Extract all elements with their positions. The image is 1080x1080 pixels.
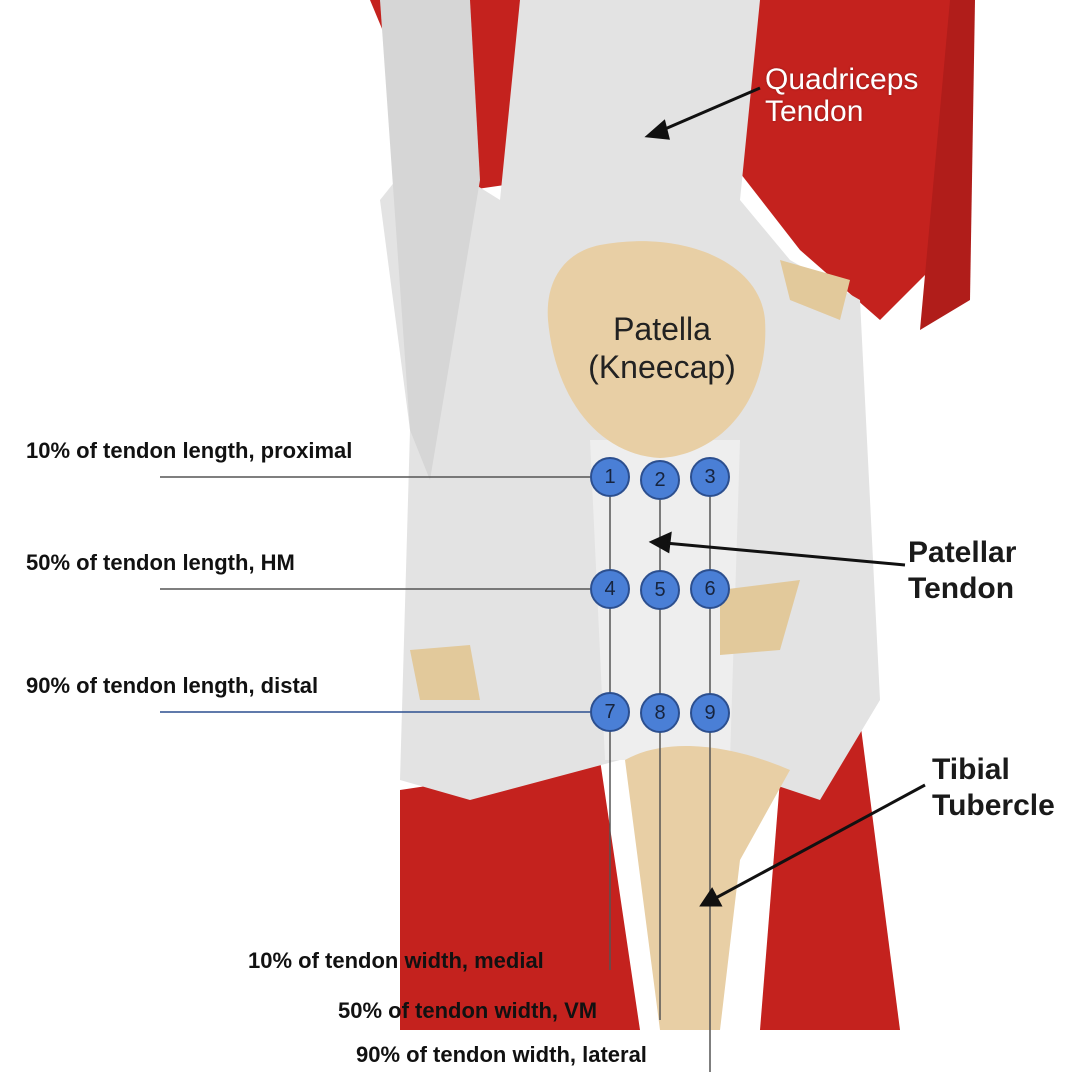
column-label-medial: 10% of tendon width, medial xyxy=(248,948,544,973)
patellar-tendon-label: Patellar Tendon xyxy=(908,535,1016,607)
measurement-point-2: 2 xyxy=(640,460,680,500)
tibial-label-line1: Tibial xyxy=(932,753,1010,786)
row-label-proximal: 10% of tendon length, proximal xyxy=(26,438,353,463)
patella-bone xyxy=(547,241,766,458)
patellar-label-line1: Patellar xyxy=(908,536,1017,569)
measurement-point-8: 8 xyxy=(640,693,680,733)
measurement-point-4: 4 xyxy=(590,569,630,609)
measurement-point-9: 9 xyxy=(690,693,730,733)
row-label-hm: 50% of tendon length, HM xyxy=(26,550,295,575)
measurement-point-1: 1 xyxy=(590,457,630,497)
lower-right-muscle xyxy=(760,720,900,1030)
quadriceps-label-line2: Tendon xyxy=(765,95,864,128)
lateral-bone-fragment xyxy=(720,580,800,655)
row-label-distal: 90% of tendon length, distal xyxy=(26,673,319,698)
measurement-point-7: 7 xyxy=(590,692,630,732)
tibial-label-line2: Tubercle xyxy=(932,789,1055,822)
patella-label: Patella (Kneecap) xyxy=(552,310,772,386)
lower-left-muscle xyxy=(400,760,640,1030)
measurement-point-6: 6 xyxy=(690,569,730,609)
tibial-tubercle-bone xyxy=(625,746,790,1030)
patella-label-line2: (Kneecap) xyxy=(588,349,736,385)
upper-bone-fragment xyxy=(780,260,850,320)
column-label-vm: 50% of tendon width, VM xyxy=(338,998,598,1023)
far-right-muscle xyxy=(920,0,975,330)
medial-bone-fragment xyxy=(410,645,480,700)
measurement-point-3: 3 xyxy=(690,457,730,497)
measurement-point-5: 5 xyxy=(640,570,680,610)
patellar-label-line2: Tendon xyxy=(908,572,1015,605)
patella-label-line1: Patella xyxy=(613,311,711,347)
left-band xyxy=(380,0,480,480)
tibial-tubercle-label: Tibial Tubercle xyxy=(932,752,1055,824)
quadriceps-tendon-label: Quadriceps Tendon xyxy=(765,64,918,128)
right-thigh-muscle xyxy=(700,0,960,320)
quadriceps-label-line1: Quadriceps xyxy=(765,63,919,96)
column-label-lateral: 90% of tendon width, lateral xyxy=(356,1042,647,1067)
